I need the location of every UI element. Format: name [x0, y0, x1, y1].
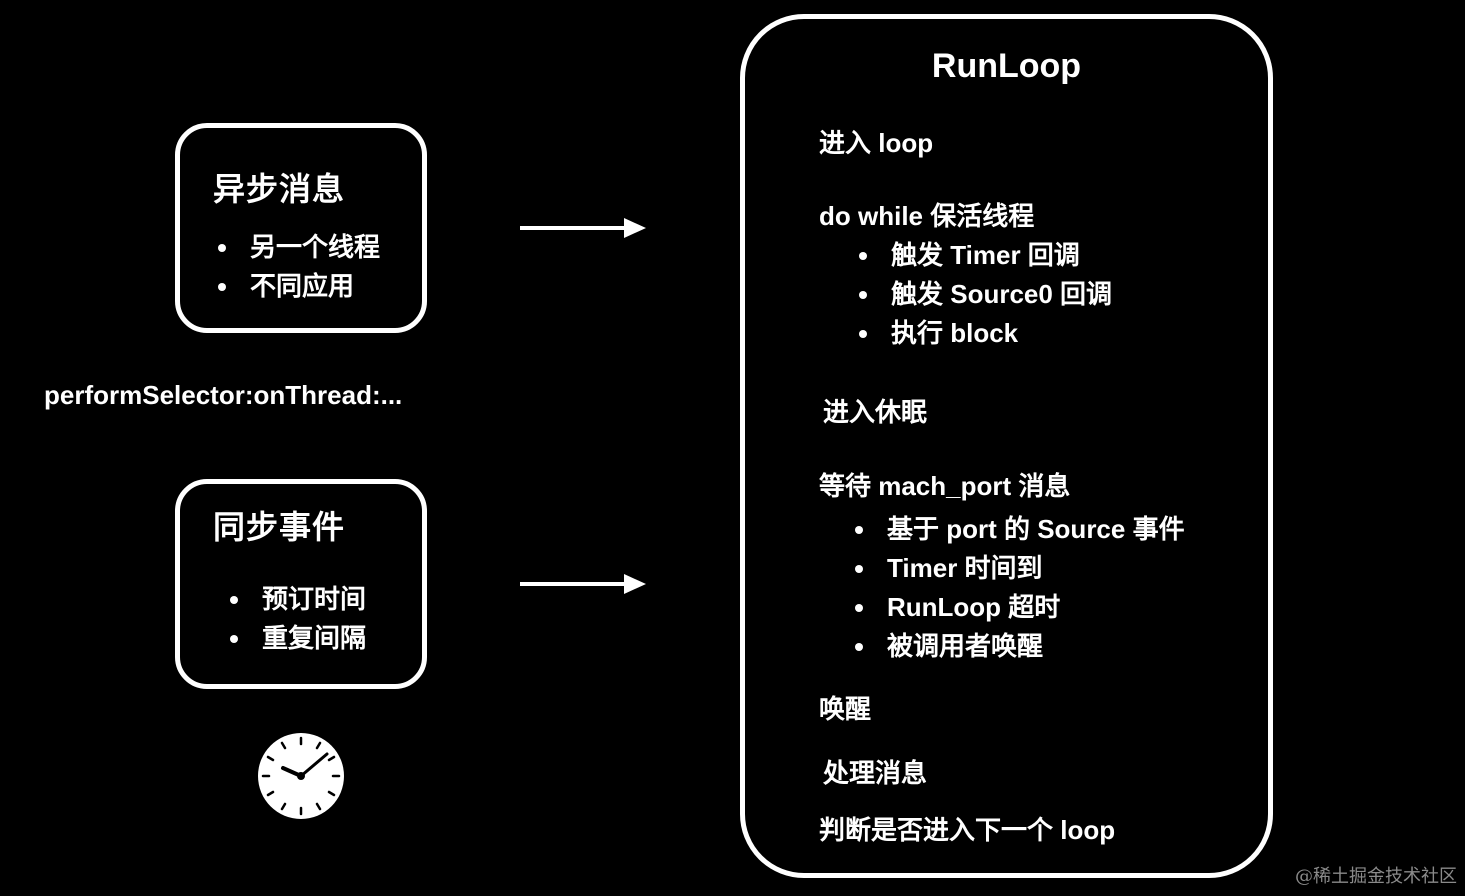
- runloop-title: RunLoop: [931, 47, 1082, 85]
- list-item: RunLoop 超时: [853, 588, 1185, 627]
- judge-step: 判断是否进入下一个 loop: [819, 815, 1116, 845]
- async-message-box: 异步消息 另一个线程 不同应用: [175, 123, 427, 333]
- list-item: 不同应用: [216, 267, 380, 306]
- do-while-list: 触发 Timer 回调 触发 Source0 回调 执行 block: [857, 236, 1112, 353]
- async-message-title: 异步消息: [213, 171, 346, 207]
- handle-step: 处理消息: [823, 758, 928, 788]
- async-message-list: 另一个线程 不同应用: [216, 228, 380, 306]
- list-item: 被调用者唤醒: [853, 627, 1185, 666]
- sleep-step: 进入休眠: [823, 397, 928, 427]
- do-while-step: do while 保活线程: [819, 201, 1035, 231]
- wake-step: 唤醒: [819, 694, 872, 724]
- wait-list: 基于 port 的 Source 事件 Timer 时间到 RunLoop 超时…: [853, 510, 1185, 666]
- clock-icon: [258, 733, 344, 819]
- list-item: 触发 Timer 回调: [857, 236, 1112, 275]
- list-item: 执行 block: [857, 314, 1112, 353]
- enter-loop-step: 进入 loop: [819, 128, 934, 158]
- list-item: 重复间隔: [228, 619, 366, 658]
- watermark: @稀土掘金技术社区: [1295, 866, 1457, 887]
- sync-event-box: 同步事件 预订时间 重复间隔: [175, 479, 427, 689]
- runloop-box: RunLoop 进入 loop do while 保活线程 触发 Timer 回…: [740, 14, 1273, 878]
- wait-step: 等待 mach_port 消息: [819, 471, 1071, 501]
- arrow-right-icon: [520, 218, 646, 238]
- list-item: 触发 Source0 回调: [857, 275, 1112, 314]
- list-item: 基于 port 的 Source 事件: [853, 510, 1185, 549]
- arrow-right-icon: [520, 574, 646, 594]
- list-item: 另一个线程: [216, 228, 380, 267]
- sync-event-title: 同步事件: [213, 509, 346, 545]
- sync-event-list: 预订时间 重复间隔: [228, 580, 366, 658]
- list-item: 预订时间: [228, 580, 366, 619]
- list-item: Timer 时间到: [853, 549, 1185, 588]
- perform-selector-label: performSelector:onThread:...: [44, 380, 403, 410]
